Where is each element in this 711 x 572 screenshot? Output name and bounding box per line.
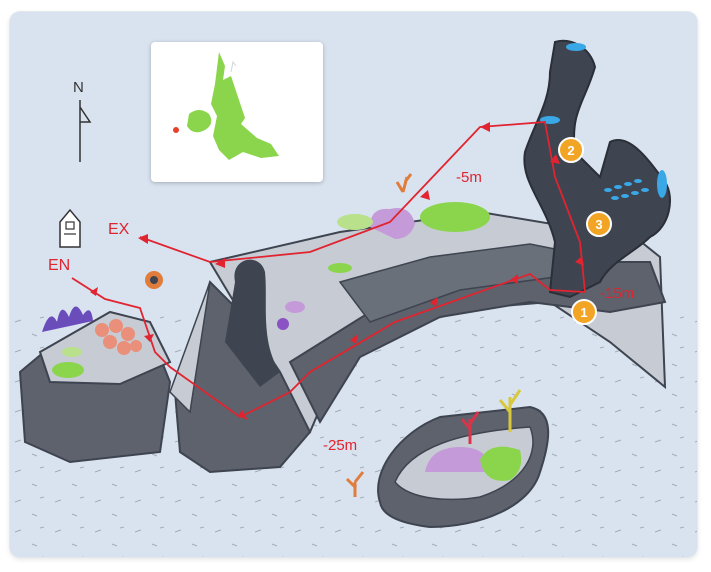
main-island [211, 52, 279, 160]
exit-label: EX [108, 221, 130, 238]
waypoint-badge-1: 1 [571, 299, 597, 325]
island-outline [173, 52, 279, 160]
waypoint-number: 3 [595, 217, 602, 232]
mooring-buoy-icon [59, 208, 81, 248]
waypoint-number: 2 [567, 143, 574, 158]
depth-label-deep: -25m [323, 437, 357, 454]
waypoint-number: 1 [580, 305, 587, 320]
rock-pinnacle [225, 259, 280, 387]
channel-rock [173, 280, 312, 474]
entry-label: EN [48, 257, 70, 274]
depth-label-mid: -15m [600, 285, 634, 302]
fish-school [604, 179, 649, 200]
map-illustration: N EN EX -5m [10, 12, 697, 557]
channel-rock-edge [169, 281, 211, 414]
north-arrow-icon: N [73, 79, 92, 162]
dive-site-map: N EN EX -5m [10, 12, 697, 557]
anemone-icons [145, 263, 352, 330]
location-dot-icon [173, 127, 179, 133]
coral-cluster-entry [42, 306, 142, 378]
coral-cluster-ridge [337, 173, 490, 239]
route-arrows [90, 122, 584, 420]
tower-rock [523, 39, 671, 299]
tower-hole-top [566, 43, 586, 51]
waypoint-badge-3: 3 [586, 211, 612, 237]
dive-route [71, 121, 587, 419]
waypoint-badge-2: 2 [558, 137, 584, 163]
coral-cluster-outlying [345, 389, 522, 497]
compass-north-label: N [73, 79, 84, 96]
location-inset-map [151, 42, 323, 182]
small-island [187, 110, 212, 133]
tower-hole-side [657, 170, 667, 198]
depth-label-shallow: -5m [456, 169, 482, 186]
